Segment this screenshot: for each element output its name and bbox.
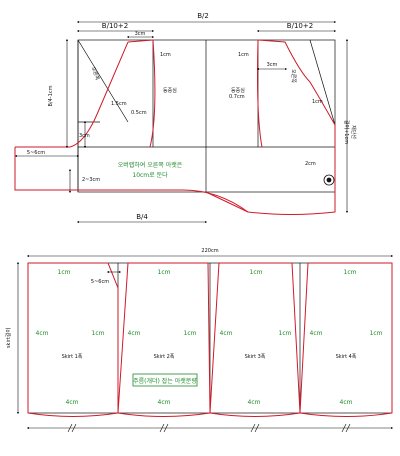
center-note-line1: 오버랩하여 오른쪽 아랫은 — [118, 161, 183, 169]
top-margin-4: 1cm — [344, 269, 357, 276]
right-top-label: B/10+2 — [287, 22, 313, 30]
left-curve-depth-label: 0.5cm — [131, 110, 147, 116]
right-shoulder-guide — [309, 39, 336, 126]
right-margin-3: 1cm — [279, 330, 292, 337]
skirt-hem-1 — [27, 412, 119, 417]
right-curve-label: 등중심 — [231, 87, 245, 94]
note-box — [132, 373, 198, 387]
left-armhole-depth-label: 1.5cm — [111, 101, 127, 107]
left-margin-4: 4cm — [310, 330, 323, 337]
segment-mark-1b — [71, 423, 77, 433]
right-margin-1: 1cm — [92, 330, 105, 337]
right-neckline-outline — [257, 39, 263, 148]
skirt-pattern: 220cm skirt길이 5~6cm 1cm 1cm 1cm 1cm 4cm … — [5, 248, 394, 433]
left-margin-3: 4cm — [220, 330, 233, 337]
right-curve-depth-label: 1cm — [312, 99, 323, 105]
bottom-margin-2: 4cm — [158, 399, 171, 406]
sleeve-ext-label: 5~6cm — [27, 150, 45, 156]
top-margin-2: 1cm — [158, 269, 171, 276]
bodice-hem-join — [205, 191, 249, 213]
panel-label-3: Skirt 3폭 — [245, 354, 266, 360]
button-center-icon — [326, 177, 332, 183]
left-neck-drop-label: 1cm — [160, 52, 171, 58]
right-armhole-depth-label: 0.7cm — [229, 94, 245, 100]
top-margin-1: 1cm — [58, 269, 71, 276]
segment-mark-3b — [254, 423, 260, 433]
segment-mark-2b — [163, 423, 169, 433]
armhole-depth-label: 3cm — [79, 133, 90, 139]
right-shoulder-label: 오른쪽 — [290, 69, 296, 83]
left-margin-1: 4cm — [36, 330, 49, 337]
right-side-length-label2: 길이+1cm — [343, 120, 350, 144]
left-side-height-label: B/4-1cm — [48, 85, 54, 106]
bottom-margin-3: 4cm — [248, 399, 261, 406]
front-neck-drop-label: 2cm — [305, 161, 316, 167]
segment-mark-1 — [67, 423, 73, 433]
right-armhole-outline — [257, 39, 336, 190]
skirt-hem-2 — [117, 412, 211, 417]
panel-label-2: Skirt 2폭 — [154, 354, 175, 360]
skirt-panel-2-outline — [117, 262, 211, 414]
panel-label-1: Skirt 1폭 — [62, 354, 83, 360]
skirt-panel-3-outline — [209, 262, 301, 414]
center-note-line2: 10cm로 둔다 — [132, 171, 168, 179]
panel-label-4: Skirt 4폭 — [336, 354, 357, 360]
skirt-panel-4-outline — [299, 262, 393, 414]
left-center-label: 등중심 — [163, 87, 177, 94]
bodice-bottom-outline — [14, 147, 336, 215]
hem-ease-label: 2~3cm — [82, 177, 100, 183]
bodice-pattern: B/2 B/10+2 B/10+2 3cm 3cm 1cm 1cm B/4-1c… — [14, 12, 357, 224]
bottom-width-label: B/4 — [136, 213, 148, 221]
left-shoulder-guide — [77, 39, 129, 123]
skirt-note-label: 주름(개더) 잡는 아랫분량 — [133, 377, 197, 385]
top-width-label: B/2 — [197, 12, 209, 20]
right-margin-2: 1cm — [184, 330, 197, 337]
left-shoulder-label: 오른쪽 — [90, 66, 100, 81]
top-margin-3: 1cm — [250, 269, 263, 276]
left-margin-2: 4cm — [128, 330, 141, 337]
left-neckline-outline — [127, 39, 156, 148]
bottom-margin-4: 4cm — [340, 399, 353, 406]
right-margin-4: 1cm — [370, 330, 383, 337]
skirt-hem-4 — [299, 412, 393, 417]
right-neck-width-label: 3cm — [267, 62, 278, 68]
segment-mark-4 — [341, 423, 347, 433]
left-neck-width-label: 3cm — [135, 31, 146, 37]
segment-mark-3 — [250, 423, 256, 433]
right-neck-drop-label: 1cm — [238, 52, 249, 58]
skirt-extension-label: 5~6cm — [91, 279, 109, 285]
skirt-side-length-label: skirt길이 — [5, 328, 12, 348]
skirt-hem-3 — [209, 412, 301, 417]
left-top-label: B/10+2 — [102, 22, 128, 30]
skirt-total-width-label: 220cm — [201, 248, 218, 254]
bottom-margin-1: 4cm — [66, 399, 79, 406]
skirt-panel-1-outline — [27, 262, 119, 413]
segment-mark-4b — [345, 423, 351, 433]
right-side-length-label1: 재단선 — [350, 125, 357, 139]
segment-mark-2 — [159, 423, 165, 433]
